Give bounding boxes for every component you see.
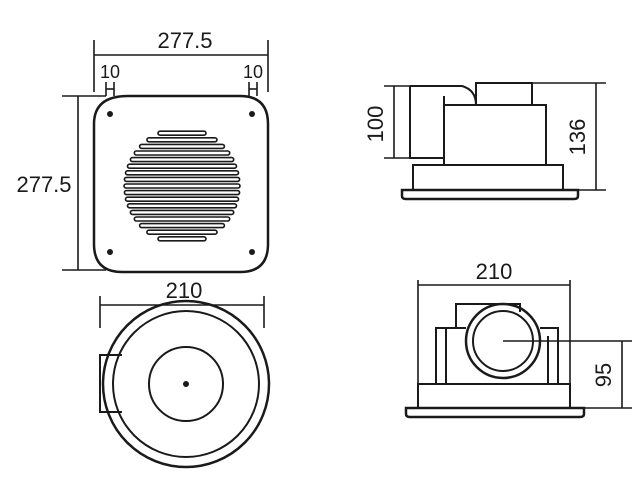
front-width-dimension: 210 [417,259,571,384]
louvre-slot [157,236,207,242]
screw-offset-right-label: 10 [243,62,263,82]
side-view: 100 136 [363,82,606,201]
grille-width-label: 277.5 [157,28,212,53]
duct-height-label: 95 [591,363,616,387]
grille-height-label: 277.5 [16,172,71,197]
screw-offset-right-dimension: 10 [243,62,263,96]
mounting-frame [412,164,564,191]
louvre-slot [133,216,231,222]
louvre-slot [126,203,238,209]
screw-offset-left-label: 10 [100,62,120,82]
grille-plate-outline [92,94,270,274]
screw-icon [249,249,255,255]
front-mounting-frame [417,383,571,409]
front-view: 210 95 [404,259,632,419]
louvre-slot [123,176,241,183]
louvre-slot [138,222,226,229]
screw-icon [107,249,113,255]
louvre-slot [123,183,241,189]
front-width-label: 210 [476,259,513,284]
center-hub [183,381,189,387]
total-height-dimension: 136 [532,82,606,191]
round-diameter-dimension: 210 [99,278,265,328]
louvre-slot [123,189,241,196]
screw-offset-left-dimension: 10 [100,62,120,96]
round-top-view: 210 [99,278,271,469]
housing-outer-ring [101,299,271,469]
grille-top-view: 277.5 10 10 277.5 [16,28,270,274]
round-diameter-label: 210 [166,278,203,303]
screw-icon [107,111,113,117]
housing-inner-ring [112,310,260,458]
fan-disc [148,346,224,422]
front-grille-plate [404,406,586,419]
body-height-label: 100 [363,106,388,143]
body-height-dimension: 100 [363,85,410,159]
grille-height-dimension: 277.5 [16,95,106,271]
louvre-slot [146,229,218,235]
total-height-label: 136 [565,119,590,156]
louvre-slot [129,209,235,216]
louvre-slot [157,130,207,136]
body-outline [444,104,547,166]
duct-height-dimension: 95 [503,340,632,409]
grille-plate-side [400,188,580,201]
louvre-slot [146,137,218,143]
duct-spigot-tab [99,354,122,413]
motor-housing-top [475,82,533,106]
louvre-slot [138,143,226,150]
grille-width-dimension: 277.5 [93,28,269,92]
grille-louvres [123,130,241,242]
screw-icon [249,111,255,117]
louvre-slot [133,150,231,156]
louvre-slot [126,163,238,169]
louvre-slot [124,196,240,202]
duct-spigot [409,85,477,165]
louvre-slot [129,156,235,163]
louvre-slot [124,170,240,176]
